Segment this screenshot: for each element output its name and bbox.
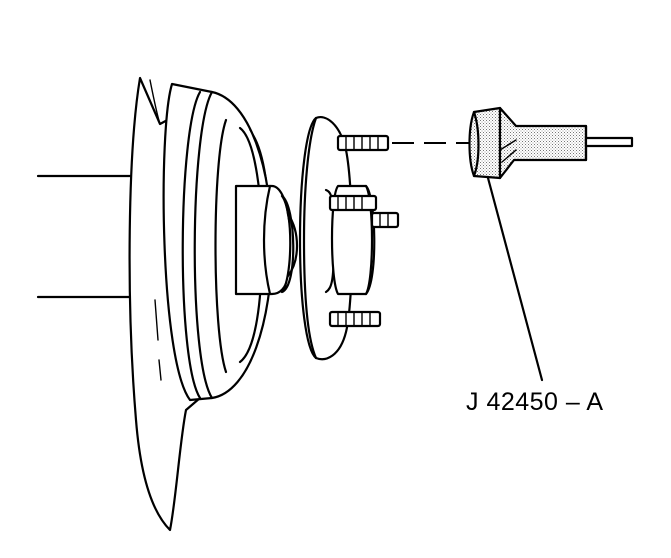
wheel-stud-right: [370, 211, 400, 229]
wheel-stud-upper: [328, 194, 378, 212]
axle-shaft: [36, 174, 132, 299]
wheel-stud-top: [336, 134, 390, 152]
hub-flange: [298, 116, 376, 361]
wheel-studs: [328, 134, 400, 328]
stud-installer-tool: [468, 106, 634, 180]
callout-leader-line: [486, 176, 544, 382]
wheel-stud-bottom: [328, 310, 382, 328]
axle-flange: [234, 184, 298, 296]
tool-callout-label: J 42450 – A: [466, 388, 604, 416]
